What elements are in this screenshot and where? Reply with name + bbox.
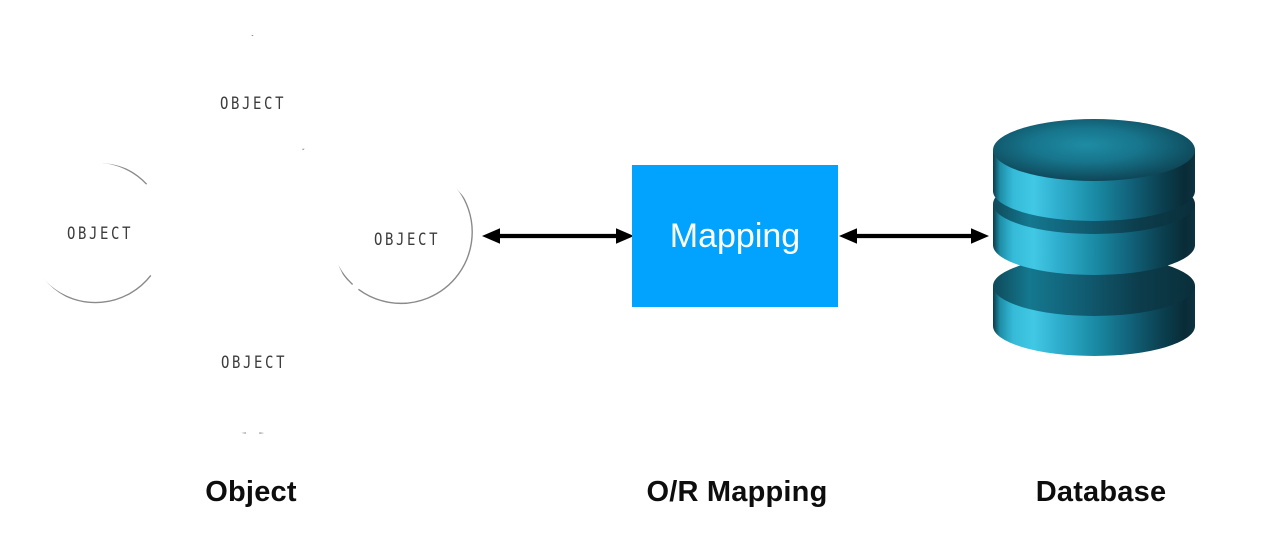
object-circle-right[interactable]: OBJECT <box>334 168 478 312</box>
mapping-box[interactable]: Mapping <box>632 165 838 307</box>
object-circle-label: OBJECT <box>221 353 288 373</box>
database-disc-bottom <box>993 256 1195 356</box>
arrow-object-mapping <box>482 228 634 244</box>
caption-database: Database <box>1035 476 1167 508</box>
database-cylinder[interactable] <box>988 114 1200 366</box>
arrow-mapping-database <box>839 228 989 244</box>
mapping-box-label: Mapping <box>669 217 801 255</box>
object-circle-top[interactable]: OBJECT <box>183 35 321 173</box>
object-circle-left[interactable]: OBJECT <box>28 163 170 305</box>
database-disc-top <box>993 119 1195 221</box>
object-circle-bottom[interactable]: OBJECT <box>182 292 324 434</box>
caption-or-mapping: O/R Mapping <box>646 476 828 508</box>
object-circle-label: OBJECT <box>374 230 441 250</box>
object-circle-label: OBJECT <box>220 94 287 114</box>
object-circle-label: OBJECT <box>67 224 134 244</box>
caption-object: Object <box>205 476 297 508</box>
circle-outline <box>28 163 152 304</box>
